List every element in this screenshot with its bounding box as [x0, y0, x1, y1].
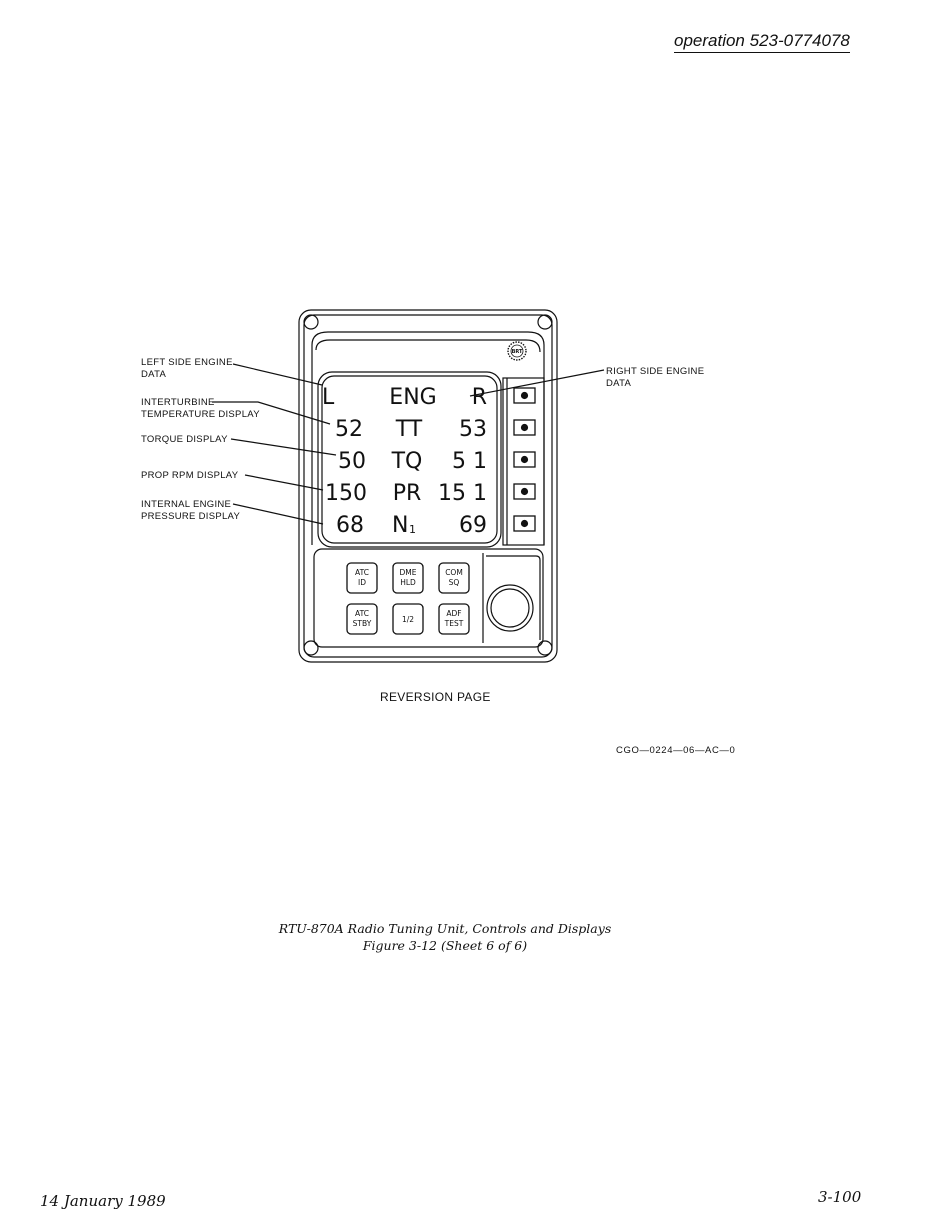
lcd-left-value: 52 — [335, 417, 363, 442]
callout-line: INTERNAL ENGINE — [141, 499, 232, 510]
button-label: ID — [358, 578, 366, 587]
callout-interturbine-temperature: INTERTURBINE TEMPERATURE DISPLAY — [141, 397, 260, 421]
figure-title: RTU-870A Radio Tuning Unit, Controls and… — [195, 920, 695, 954]
callout-torque-display: TORQUE DISPLAY — [141, 434, 228, 445]
line-select-button-3[interactable] — [513, 451, 536, 468]
lcd-label: ENG — [389, 385, 436, 410]
lcd-right-value: 5 1 — [452, 449, 487, 474]
line-select-button-1[interactable] — [513, 387, 536, 404]
lcd-label: N — [392, 513, 408, 538]
upper-frame — [311, 331, 545, 346]
leader-line — [230, 438, 337, 456]
button-dot-icon — [520, 391, 529, 400]
lcd-label: TT — [395, 417, 423, 442]
lcd-row-5: 68 N 1 69 — [336, 513, 487, 538]
dme-hld-button[interactable] — [392, 562, 424, 594]
lcd-display-inner — [321, 375, 498, 544]
button-label: TEST — [444, 619, 464, 628]
bezel-outer — [298, 309, 558, 663]
button-dot-icon — [520, 455, 529, 464]
lcd-right-value: 53 — [459, 417, 487, 442]
button-label: SQ — [449, 578, 460, 587]
com-sq-button[interactable] — [438, 562, 470, 594]
figure-number: Figure 3-12 (Sheet 6 of 6) — [362, 938, 528, 953]
lcd-row-3: 50 TQ 5 1 — [338, 449, 487, 474]
callout-line: LEFT SIDE ENGINE — [141, 357, 233, 368]
button-label: DME — [400, 568, 417, 577]
document-header-title: operation 523-0774078 — [674, 31, 850, 53]
knob-recess — [486, 555, 541, 640]
callout-left-side-engine-data: LEFT SIDE ENGINE DATA — [141, 357, 233, 381]
tuning-knob-icon — [490, 588, 530, 628]
lower-keypad-panel — [313, 548, 544, 648]
callout-prop-rpm-display: PROP RPM DISPLAY — [141, 470, 239, 481]
corner-screw-icon — [303, 314, 319, 330]
callout-line: DATA — [606, 378, 632, 389]
upper-frame-inner — [315, 339, 541, 353]
leader-line — [244, 474, 324, 491]
button-dot-icon — [520, 519, 529, 528]
button-label: 1/2 — [402, 615, 414, 624]
lcd-right-value: 15 1 — [438, 481, 487, 506]
leader-line — [232, 503, 324, 525]
button-dot-icon — [520, 423, 529, 432]
lcd-label: TQ — [391, 449, 423, 474]
figure-caption: REVERSION PAGE — [380, 690, 491, 704]
button-label: STBY — [353, 619, 372, 628]
callout-line: INTERTURBINE — [141, 397, 215, 408]
corner-screw-icon — [537, 314, 553, 330]
lcd-left-value: 68 — [336, 513, 364, 538]
tuning-knob-outer — [486, 584, 534, 632]
lcd-row-2: 52 TT 53 — [335, 417, 487, 442]
lcd-row-4: 150 PR 15 1 — [325, 481, 487, 506]
corner-screw-icon — [303, 640, 319, 656]
atc-id-button[interactable] — [346, 562, 378, 594]
side-button-column — [502, 377, 545, 546]
lcd-label: PR — [393, 481, 422, 506]
lcd-label-subscript: 1 — [409, 523, 416, 536]
line-select-button-2[interactable] — [513, 419, 536, 436]
lcd-right-value: R — [472, 385, 487, 410]
half-button[interactable] — [392, 603, 424, 635]
lcd-left-value: 150 — [325, 481, 367, 506]
button-label: COM — [445, 568, 463, 577]
lcd-left-value: L — [322, 385, 335, 410]
button-label: ATC — [355, 568, 369, 577]
corner-screw-icon — [537, 640, 553, 656]
leader-line — [232, 363, 323, 386]
footer-date: 14 January 1989 — [40, 1192, 166, 1210]
lcd-right-value: 69 — [459, 513, 487, 538]
callout-line: PRESSURE DISPLAY — [141, 511, 241, 522]
button-label: ADF — [446, 609, 461, 618]
atc-stby-button[interactable] — [346, 603, 378, 635]
callout-line: DATA — [141, 369, 167, 380]
leader-line — [469, 369, 605, 397]
callout-line: TEMPERATURE DISPLAY — [141, 409, 260, 420]
footer-page-number: 3-100 — [818, 1188, 862, 1206]
brightness-knob-label: BRT — [512, 349, 523, 355]
line-select-button-4[interactable] — [513, 483, 536, 500]
button-dot-icon — [520, 487, 529, 496]
button-label: HLD — [400, 578, 416, 587]
line-select-button-5[interactable] — [513, 515, 536, 532]
figure-title-line: RTU-870A Radio Tuning Unit, Controls and… — [278, 921, 612, 936]
callout-line: RIGHT SIDE ENGINE — [606, 366, 705, 377]
figure-code: CGO—0224—06—AC—0 — [616, 745, 736, 756]
button-label: ATC — [355, 609, 369, 618]
lcd-row-1: L ENG R — [322, 385, 487, 410]
adf-test-button[interactable] — [438, 603, 470, 635]
callout-right-side-engine-data: RIGHT SIDE ENGINE DATA — [606, 366, 704, 390]
lcd-display-window — [317, 371, 502, 548]
leader-line — [212, 401, 331, 425]
lcd-left-value: 50 — [338, 449, 366, 474]
brightness-knob: BRT — [507, 341, 527, 361]
callout-internal-engine-pressure: INTERNAL ENGINE PRESSURE DISPLAY — [141, 499, 240, 523]
